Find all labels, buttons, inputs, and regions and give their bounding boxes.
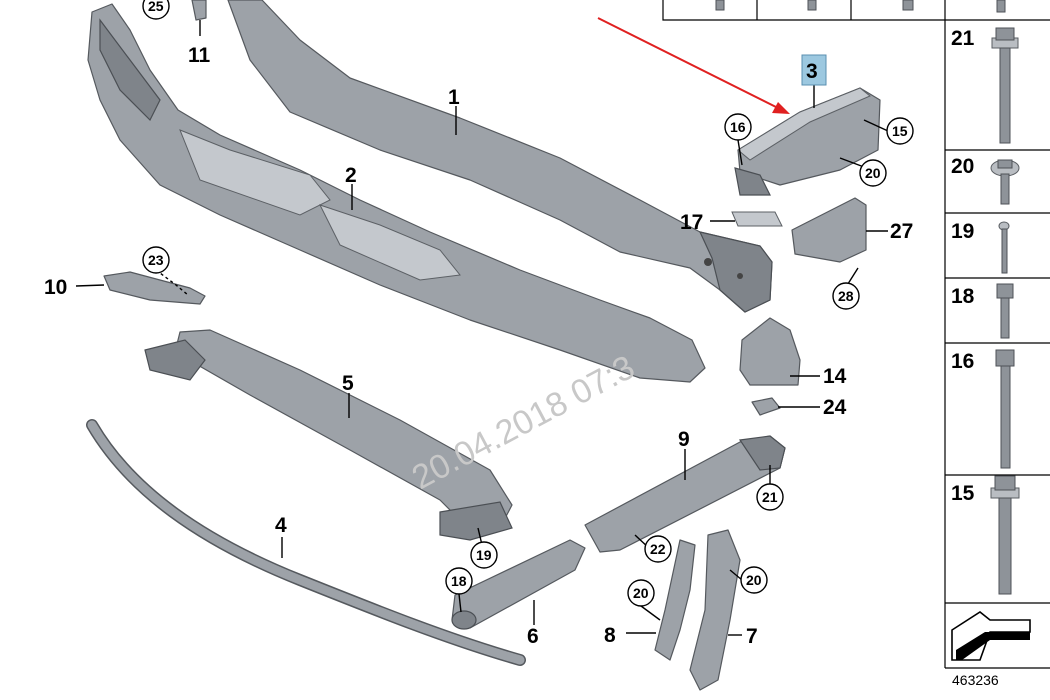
callout-3: 3 xyxy=(806,60,818,83)
callout-8: 8 xyxy=(604,624,616,647)
part-6-lower-bracket xyxy=(451,539,586,630)
callout-2: 2 xyxy=(345,164,357,187)
sidebar-item-number: 19 xyxy=(951,220,974,243)
part-17-plate xyxy=(731,211,783,227)
callout-23: 23 xyxy=(148,252,164,268)
callout-9: 9 xyxy=(678,428,690,451)
callout-6: 6 xyxy=(527,625,539,648)
callout-16: 16 xyxy=(730,119,746,135)
part-5-lower-cross-member xyxy=(144,329,513,541)
circled-callout-23: 23 xyxy=(142,246,170,274)
part-2-energy-absorber xyxy=(87,3,706,383)
callout-20: 20 xyxy=(746,572,762,588)
part-3-crash-box xyxy=(734,87,881,196)
part-14-mount-bracket xyxy=(739,317,801,386)
callout-27: 27 xyxy=(890,220,913,243)
flange-screw-icon xyxy=(990,159,1020,205)
callout-24: 24 xyxy=(823,396,847,419)
pointer-arrow xyxy=(597,17,790,114)
callout-18: 18 xyxy=(451,573,467,589)
circled-callout-20-left: 20 xyxy=(627,579,655,607)
sidebar-item-15: 15 xyxy=(951,475,1020,595)
part-3-highlight xyxy=(801,54,827,86)
sidebar-item-16: 16 xyxy=(951,349,1015,469)
circled-callout-20-right: 20 xyxy=(740,566,768,594)
callout-10: 10 xyxy=(44,276,67,299)
sidebar-item-20: 20 xyxy=(951,155,1020,205)
callout-20: 20 xyxy=(865,165,881,181)
sidebar-item-number: 16 xyxy=(951,350,974,373)
part-1-bumper-carrier xyxy=(227,0,773,313)
sidebar-item-18: 18 xyxy=(951,283,1014,339)
circled-callout-18: 18 xyxy=(445,567,473,595)
callout-21: 21 xyxy=(762,489,778,505)
sidebar-item-number: 21 xyxy=(951,27,975,50)
callout-4: 4 xyxy=(275,514,287,537)
circled-callout-28: 28 xyxy=(832,282,860,310)
part-9-side-member xyxy=(584,435,786,553)
part-10-clip xyxy=(103,271,206,305)
callout-14: 14 xyxy=(823,365,847,388)
callout-19: 19 xyxy=(476,547,492,563)
circled-callout-19: 19 xyxy=(470,541,498,569)
circled-callout-22: 22 xyxy=(644,535,672,563)
top-parts-box xyxy=(662,0,1050,21)
callouts: 1 2 3 4 5 6 7 8 9 10 11 14 17 24 27 15 1… xyxy=(44,0,914,648)
orientation-arrow-icon xyxy=(951,611,1031,661)
part-7-support-bracket xyxy=(689,529,741,691)
sidebar-item-21: 21 xyxy=(951,27,1019,144)
hex-bolt-icon xyxy=(996,283,1014,339)
circled-callout-16: 16 xyxy=(724,113,752,141)
callout-11: 11 xyxy=(188,44,211,67)
sidebar-item-number: 20 xyxy=(951,155,974,178)
sidebar-item-number: 18 xyxy=(951,285,975,308)
long-bolt-icon xyxy=(995,349,1015,469)
circled-callout-15: 15 xyxy=(886,117,914,145)
part-11-clip xyxy=(191,0,207,21)
part-8-support-bracket xyxy=(654,539,696,661)
callout-25: 25 xyxy=(148,0,164,14)
callout-22: 22 xyxy=(650,541,666,557)
part-27-bracket xyxy=(791,197,867,263)
callout-20: 20 xyxy=(633,585,649,601)
sidebar-item-19: 19 xyxy=(951,220,1010,274)
circled-callout-21: 21 xyxy=(756,483,784,511)
diagram-id: 463236 xyxy=(952,672,999,688)
callout-7: 7 xyxy=(746,625,758,648)
sidebar-item-number: 15 xyxy=(951,482,975,505)
callout-5: 5 xyxy=(342,372,354,395)
callout-17: 17 xyxy=(680,211,703,234)
circled-callout-25: 25 xyxy=(142,0,170,20)
fastener-sidebar: 21 20 19 18 xyxy=(944,20,1050,669)
callout-1: 1 xyxy=(448,86,460,109)
date-watermark: 20.04.2018 07:3 xyxy=(406,348,641,497)
hex-bolt-icon xyxy=(990,475,1020,595)
rivet-icon xyxy=(998,221,1010,274)
hex-bolt-icon xyxy=(991,27,1019,144)
callout-28: 28 xyxy=(838,288,854,304)
part-24-clip xyxy=(751,397,781,416)
part-4-bumper-strip xyxy=(86,419,526,666)
callout-15: 15 xyxy=(892,123,908,139)
circled-callout-20-top: 20 xyxy=(859,159,887,187)
